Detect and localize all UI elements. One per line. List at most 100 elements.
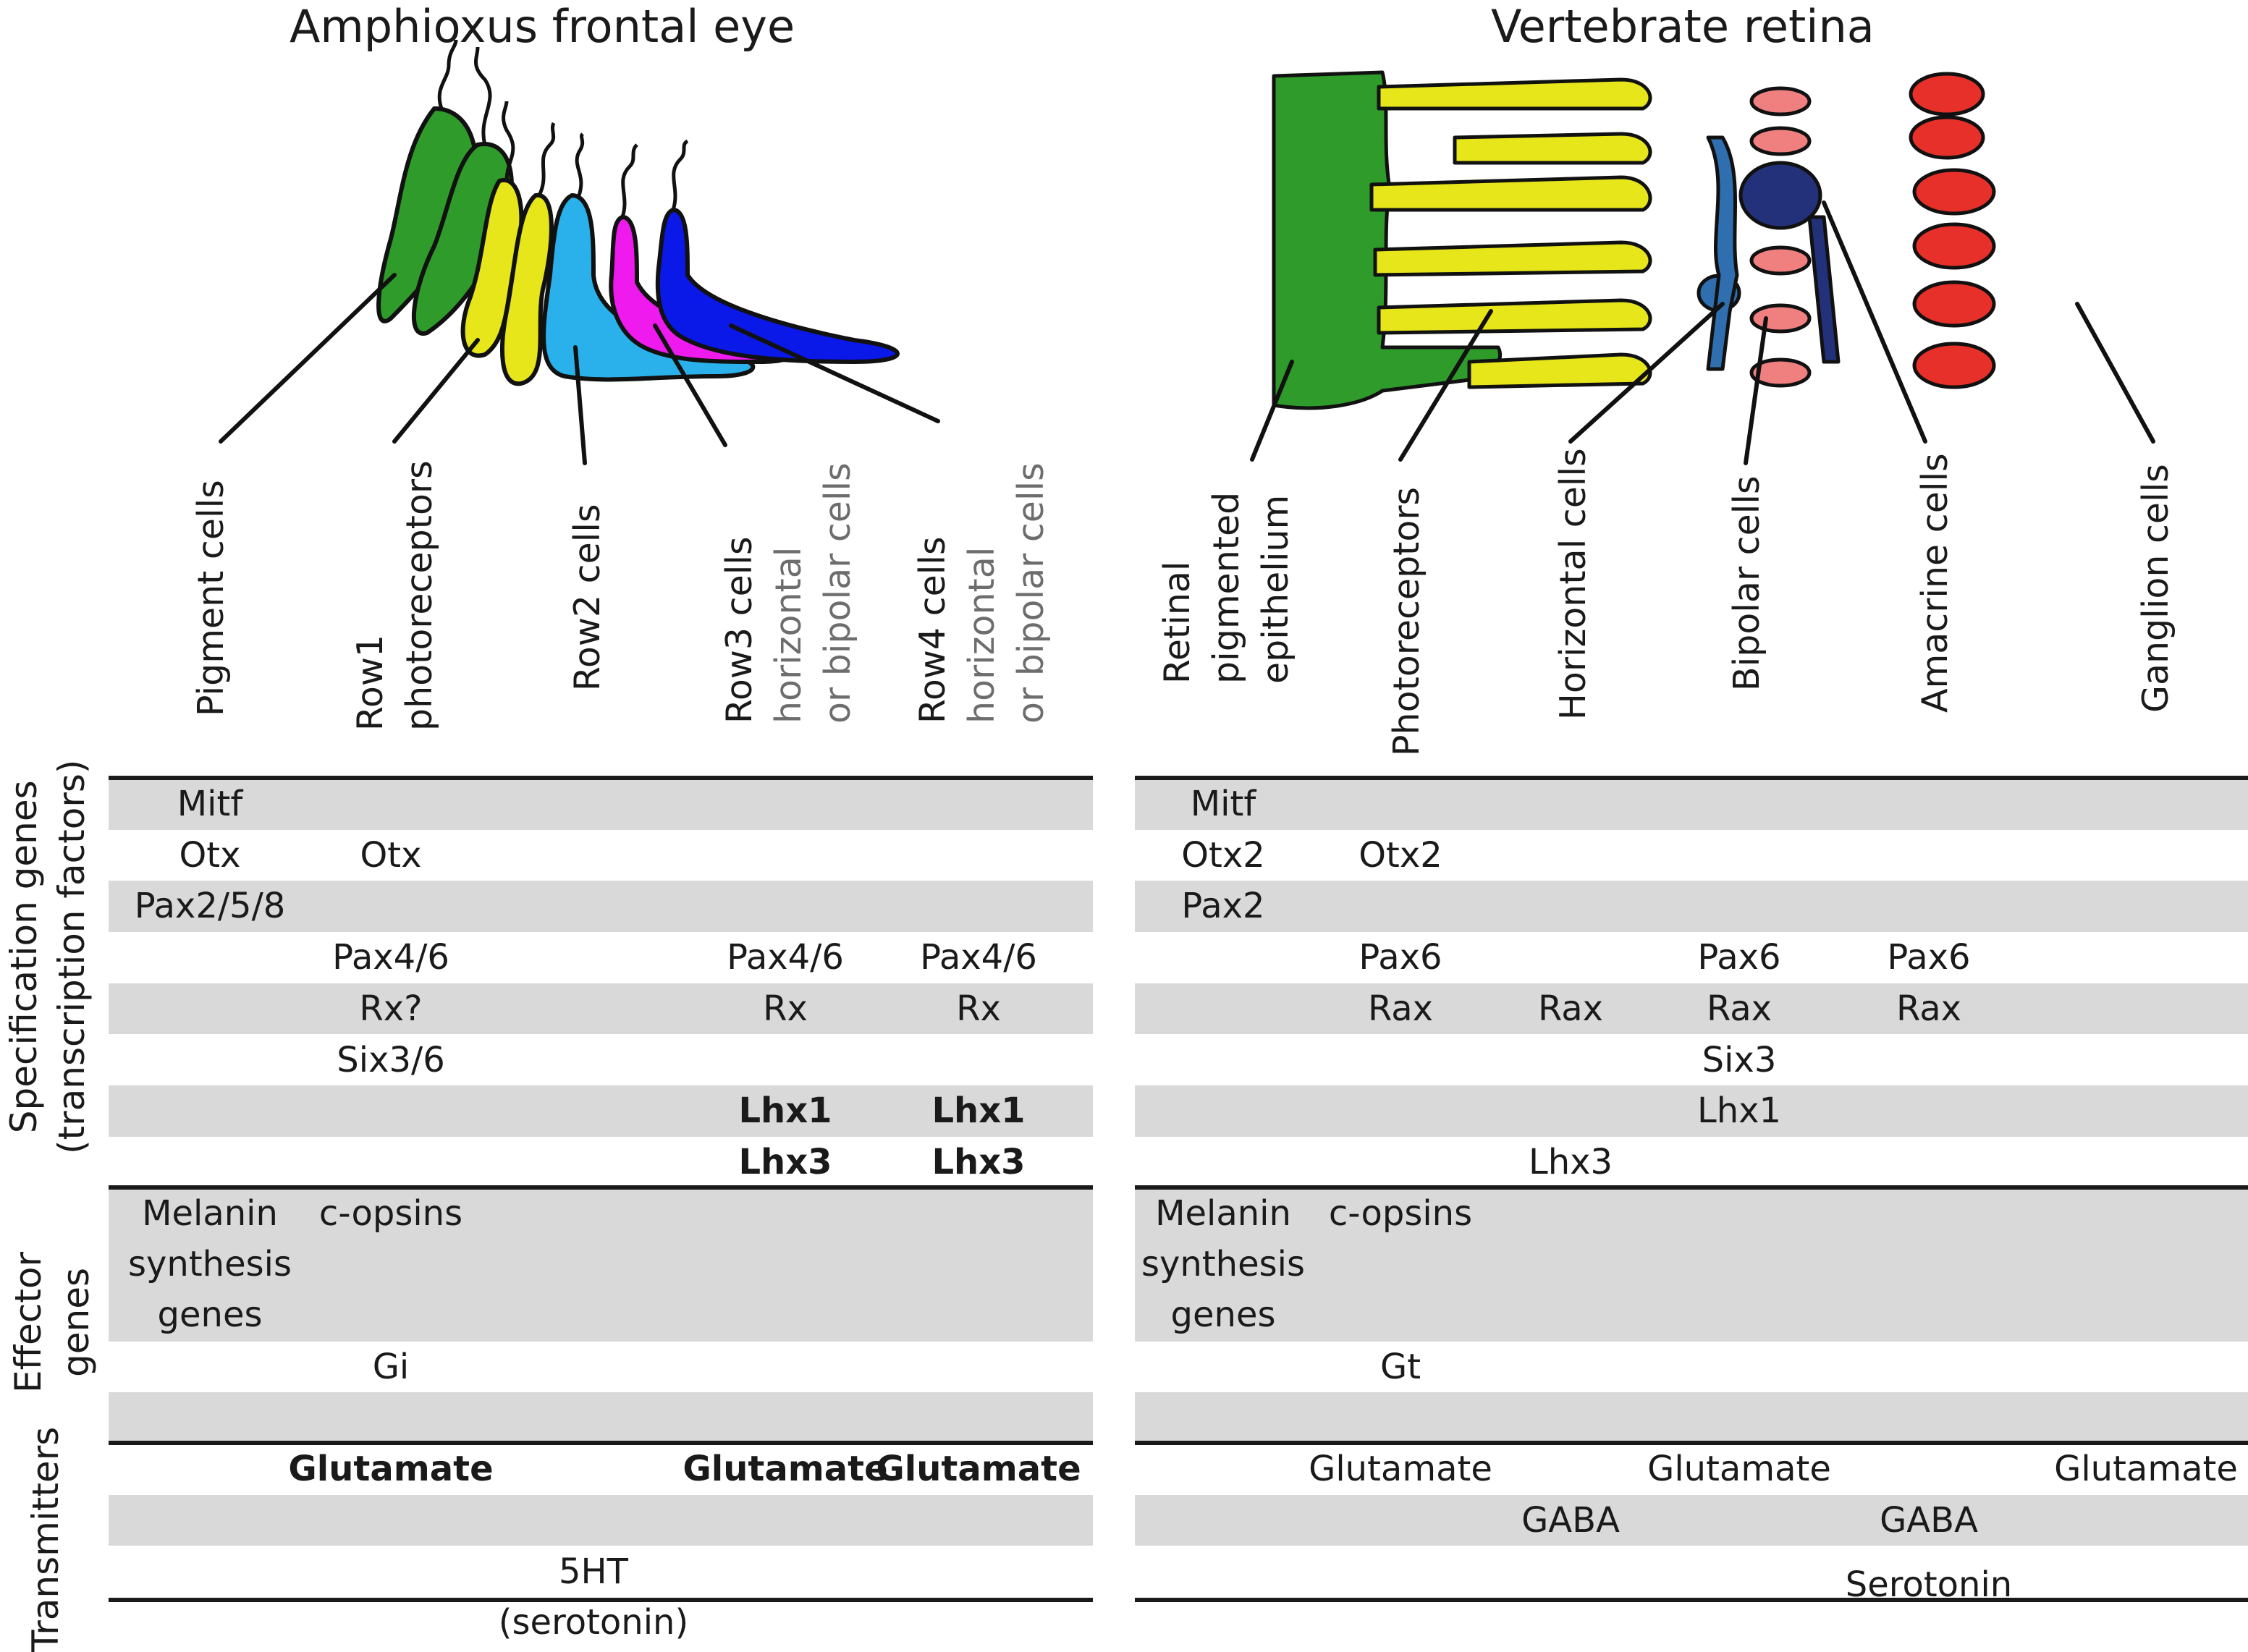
table-rule [109, 1598, 1093, 1603]
right-cell: Rax [1537, 988, 1604, 1029]
cilium-5 [575, 132, 585, 196]
left-label-0: Pigment cells [190, 480, 232, 716]
table-band [109, 1392, 1093, 1444]
left-cell: Rx? [359, 988, 423, 1029]
right-cell: GABA [1880, 1499, 1978, 1541]
row1-cell-2 [500, 192, 554, 386]
right-cell: c-opsins [1328, 1193, 1473, 1234]
right-cell: Rax [1896, 988, 1962, 1029]
table-band [109, 779, 1093, 830]
table-band [109, 1494, 1093, 1546]
left-cell: Rx [763, 988, 808, 1029]
right-cell: Pax6 [1358, 937, 1442, 978]
left-cell: Pax2/5/8 [134, 886, 286, 927]
cilium-6 [620, 143, 638, 218]
table-rule [1135, 1598, 2248, 1603]
table-band [1135, 1187, 2248, 1342]
right-cell: Mitf [1190, 784, 1256, 824]
pointer-rpe [1250, 360, 1294, 462]
left-cell: Lhx3 [738, 1141, 832, 1182]
right-cell: Otx2 [1358, 834, 1442, 876]
cilium-3 [502, 101, 515, 182]
pointer-row2 [573, 345, 587, 465]
pointer-photoreceptors [1398, 309, 1493, 462]
pointer-row4 [729, 323, 940, 423]
left-cell: Six3/6 [337, 1039, 445, 1080]
left-cell: Pax4/6 [332, 937, 449, 978]
horizontal-cells [1749, 86, 1812, 388]
cilium-7 [671, 139, 689, 211]
table-rule [1135, 776, 2248, 780]
row2-cell [541, 193, 755, 382]
table-rule [1135, 1185, 2248, 1190]
pointer-horizontal [1568, 302, 1725, 444]
section-label-effector: Effector genes [7, 1251, 97, 1393]
left-cell: Gi [372, 1346, 410, 1387]
pointer-row3 [653, 323, 727, 447]
cilium-1 [437, 39, 458, 109]
table-band [1135, 779, 2248, 830]
right-cell: Six3 [1702, 1039, 1777, 1080]
right-cell: Pax6 [1697, 937, 1781, 978]
right-cell: Pax6 [1887, 937, 1971, 978]
table-band [109, 1085, 1093, 1137]
row4-cell [655, 208, 900, 364]
rpe-layer [1272, 70, 1503, 410]
left-cell: 5HT(serotonin) [498, 1551, 689, 1643]
pointer-row1 [392, 338, 480, 444]
pointer-amacrine [1822, 200, 1927, 444]
left-cell: Glutamate [683, 1449, 888, 1490]
table-band [1135, 1085, 2248, 1137]
table-rule [109, 1441, 1093, 1446]
section-label-specification: Specification genes (transcription facto… [3, 759, 93, 1154]
right-label-5: Ganglion cells [2135, 464, 2176, 713]
table-band [1135, 1392, 2248, 1444]
right-cell: Glutamate [2054, 1449, 2238, 1490]
left-cell: Otx [179, 834, 241, 876]
amphioxus-eye-drawing [219, 39, 940, 465]
pointer-bipolar [1744, 316, 1768, 465]
left-cell: c-opsins [318, 1193, 463, 1234]
table-rule [1135, 1441, 2248, 1446]
right-cell: Glutamate [1647, 1449, 1831, 1490]
right-cell: Otx2 [1181, 834, 1265, 876]
right-cell: Lhx3 [1528, 1141, 1613, 1182]
table-rule [109, 776, 1093, 780]
right-cell: Gt [1379, 1346, 1421, 1387]
right-cell: Pax2 [1181, 886, 1265, 927]
table-band [1135, 983, 2248, 1035]
amacrine-cell [1738, 161, 1841, 364]
table-band [109, 1187, 1093, 1342]
left-cell: Glutamate [876, 1449, 1081, 1490]
table-rule [109, 1185, 1093, 1190]
ganglion-cells [1909, 72, 1996, 389]
left-cell: Lhx1 [931, 1090, 1026, 1132]
left-panel-title: Amphioxus frontal eye [290, 0, 795, 53]
cilium-4 [537, 122, 556, 197]
table-band [109, 881, 1093, 933]
photoreceptors [1369, 77, 1652, 389]
right-label-1: Photoreceptors [1386, 486, 1427, 756]
left-cell: Pax4/6 [920, 937, 1037, 978]
left-cell: Otx [360, 834, 422, 876]
pointer-pigment [219, 273, 397, 444]
left-cell: Mitf [177, 784, 243, 824]
left-cell: Lhx3 [931, 1141, 1026, 1182]
pointer-ganglion [2075, 302, 2155, 444]
right-cell: GABA [1521, 1499, 1620, 1541]
right-label-2: Horizontal cells [1552, 448, 1594, 720]
bipolar-cell [1696, 135, 1741, 371]
right-label-3: Bipolar cells [1726, 475, 1767, 691]
cilium-2 [474, 46, 492, 145]
right-cell: Serotonin [1845, 1564, 2013, 1605]
left-cell: Glutamate [288, 1449, 494, 1490]
right-cell: Lhx1 [1696, 1090, 1782, 1132]
right-cell: Rax [1706, 988, 1772, 1029]
table-band [109, 983, 1093, 1035]
cell-illustrations [219, 39, 2155, 465]
